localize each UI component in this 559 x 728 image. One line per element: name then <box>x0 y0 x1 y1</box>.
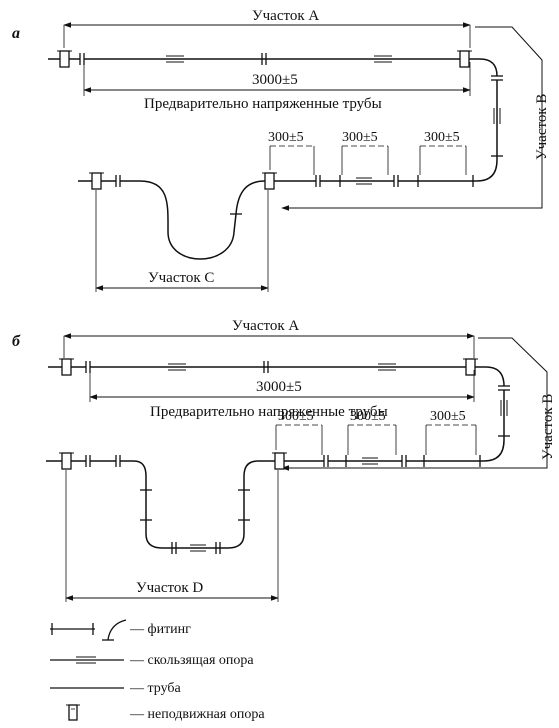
panel-a-middle-pipe <box>262 172 477 190</box>
panel-a-section-c-label: Участок C <box>148 270 214 286</box>
panel-a-u-bend: Участок C <box>78 172 269 292</box>
panel-b-gap-2: 300±5 <box>350 409 386 424</box>
legend-sliding-label: — скользящая опора <box>129 653 254 668</box>
legend-pipe-label: — труба <box>129 681 182 696</box>
panel-a-gap-1: 300±5 <box>268 130 304 145</box>
legend-fixed-label: — неподвижная опора <box>129 707 265 722</box>
legend-sliding-row: — скользящая опора <box>50 653 254 668</box>
elbow-fitting-icon <box>107 619 127 641</box>
panel-b-middle-pipe <box>272 452 484 470</box>
panel-b-gap-dimensions: 300±5 300±5 300±5 <box>275 409 477 455</box>
panel-a-section-a-label: Участок A <box>252 8 319 24</box>
legend: — фитинг — скользящая опора — труба — не… <box>50 619 265 722</box>
legend-fitting-row: — фитинг <box>50 619 191 641</box>
fixed-support-icon <box>61 452 72 470</box>
fixed-support-icon <box>459 50 470 68</box>
panel-b-pipes-caption: Предварительно напряженные трубы <box>150 404 388 420</box>
fixed-support-icon <box>274 452 285 470</box>
panel-b-section-a-label: Участок A <box>232 318 299 334</box>
panel-b-section-b-label: Участок B <box>540 394 556 460</box>
panel-b-section-d-label: Участок D <box>136 580 203 596</box>
panel-a-tag: а <box>12 25 20 42</box>
fixed-support-icon <box>264 172 275 190</box>
panel-b-top-pipe <box>48 358 510 462</box>
panel-b-section-b-bracket <box>281 337 548 471</box>
panel-a-section-b-bracket <box>281 26 543 211</box>
panel-b-square-loop: Участок D <box>46 452 279 602</box>
fixed-support-icon <box>91 172 102 190</box>
panel-a-gap-3: 300±5 <box>424 130 460 145</box>
panel-b-gap-3: 300±5 <box>430 409 466 424</box>
panel-b: б Участок A <box>12 318 556 602</box>
panel-a-gap-dimensions: 300±5 300±5 300±5 <box>268 130 467 175</box>
panel-a-length-label: 3000±5 <box>252 72 298 88</box>
legend-fixed-row: — неподвижная опора <box>66 704 265 722</box>
panel-b-length-label: 3000±5 <box>256 379 302 395</box>
panel-a-top-pipe <box>48 50 503 182</box>
legend-pipe-row: — труба <box>50 681 182 696</box>
panel-a-gap-2: 300±5 <box>342 130 378 145</box>
fixed-support-icon <box>59 50 70 68</box>
panel-a-pipes-caption: Предварительно напряженные трубы <box>144 96 382 112</box>
panel-b-tag: б <box>12 333 21 350</box>
panel-a: а Участок A <box>12 8 550 292</box>
legend-fitting-label: — фитинг <box>129 622 191 637</box>
panel-b-gap-1: 300±5 <box>278 409 314 424</box>
fixed-support-icon <box>68 704 78 721</box>
fixed-support-icon <box>61 358 72 376</box>
panel-a-section-b-label: Участок B <box>534 94 550 160</box>
